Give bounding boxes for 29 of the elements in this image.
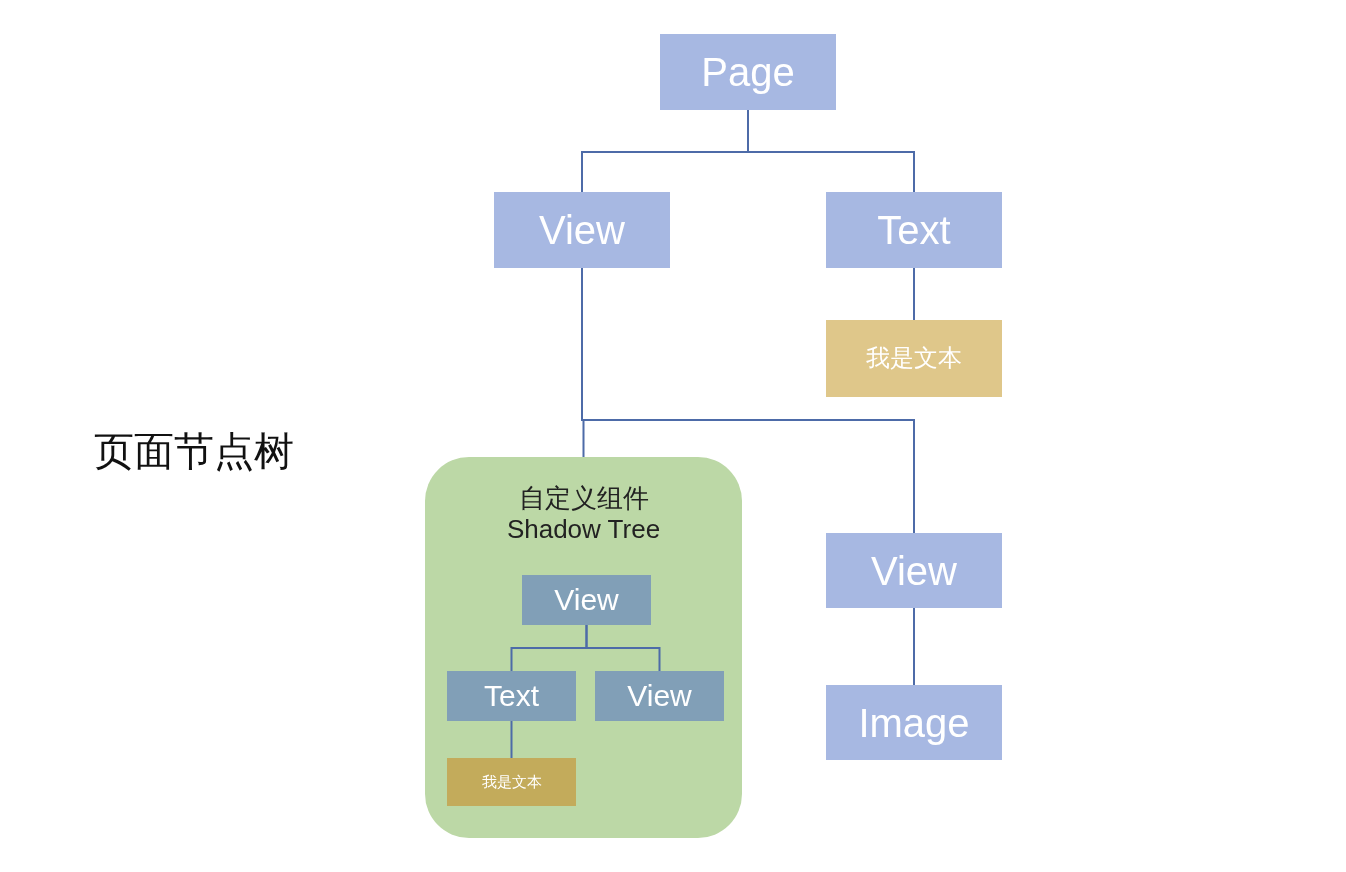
connector-line (747, 109, 915, 193)
node-label: View (627, 678, 692, 714)
node-label: Page (701, 49, 795, 96)
node-box (660, 34, 836, 110)
component-container (425, 457, 742, 838)
node-label: Text (877, 207, 951, 254)
node-label: View (554, 582, 619, 618)
node-label: View (539, 207, 625, 254)
container-heading: Shadow Tree (506, 514, 661, 546)
node-box (447, 671, 576, 721)
container-heading: 自定义组件 (518, 483, 649, 515)
node-label: 我是文本 (481, 773, 542, 791)
node-box (826, 533, 1002, 608)
connector-line (585, 624, 661, 672)
node-box (494, 192, 670, 268)
node-box (595, 671, 724, 721)
connector-line (913, 607, 915, 686)
node-label: Image (858, 699, 970, 747)
text-box (826, 320, 1002, 397)
node-label: 我是文本 (866, 344, 962, 373)
node-box (826, 685, 1002, 760)
text-box (447, 758, 576, 806)
diagram-label: 页面节点树 (94, 428, 294, 475)
node-box (522, 575, 651, 625)
connector-line (913, 267, 915, 321)
node-box (826, 192, 1002, 268)
node-label: View (871, 547, 957, 595)
node-label: Text (484, 678, 539, 714)
connector-line (510, 720, 513, 759)
